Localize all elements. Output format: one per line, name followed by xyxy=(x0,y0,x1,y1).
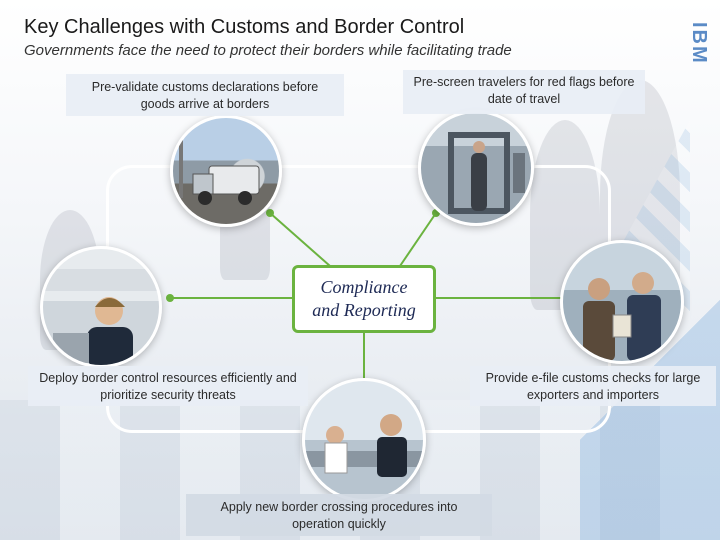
callout-e-file-customs-checks: Provide e-file customs checks for large … xyxy=(470,366,716,406)
connector-top-right xyxy=(399,212,437,267)
callout-pre-validate-declarations: Pre-validate customs declarations before… xyxy=(66,74,344,116)
border-officer-in-vehicle-photo xyxy=(40,246,162,368)
page-title: Key Challenges with Customs and Border C… xyxy=(24,16,465,38)
callout-deploy-resources: Deploy border control resources efficien… xyxy=(28,366,308,406)
ibm-logo: IBM xyxy=(688,22,710,65)
callout-apply-procedures: Apply new border crossing procedures int… xyxy=(186,494,492,536)
callout-pre-screen-travelers: Pre-screen travelers for red flags befor… xyxy=(403,70,645,114)
compliance-reporting-box: Compliance and Reporting xyxy=(292,265,436,333)
truck-at-border-photo xyxy=(170,115,282,227)
connector-node xyxy=(266,209,274,217)
inspectors-with-clipboard-photo xyxy=(560,240,684,364)
inspectors-icon xyxy=(583,272,661,361)
page-subtitle: Governments face the need to protect the… xyxy=(24,42,512,59)
truck-icon xyxy=(179,138,260,205)
connector-node xyxy=(166,294,174,302)
security-scanner-icon xyxy=(448,132,525,214)
connector-top-left xyxy=(269,212,331,267)
customs-counter-photo xyxy=(302,378,426,502)
customs-counter-icon xyxy=(305,414,423,477)
airport-security-scanner-photo xyxy=(418,110,534,226)
